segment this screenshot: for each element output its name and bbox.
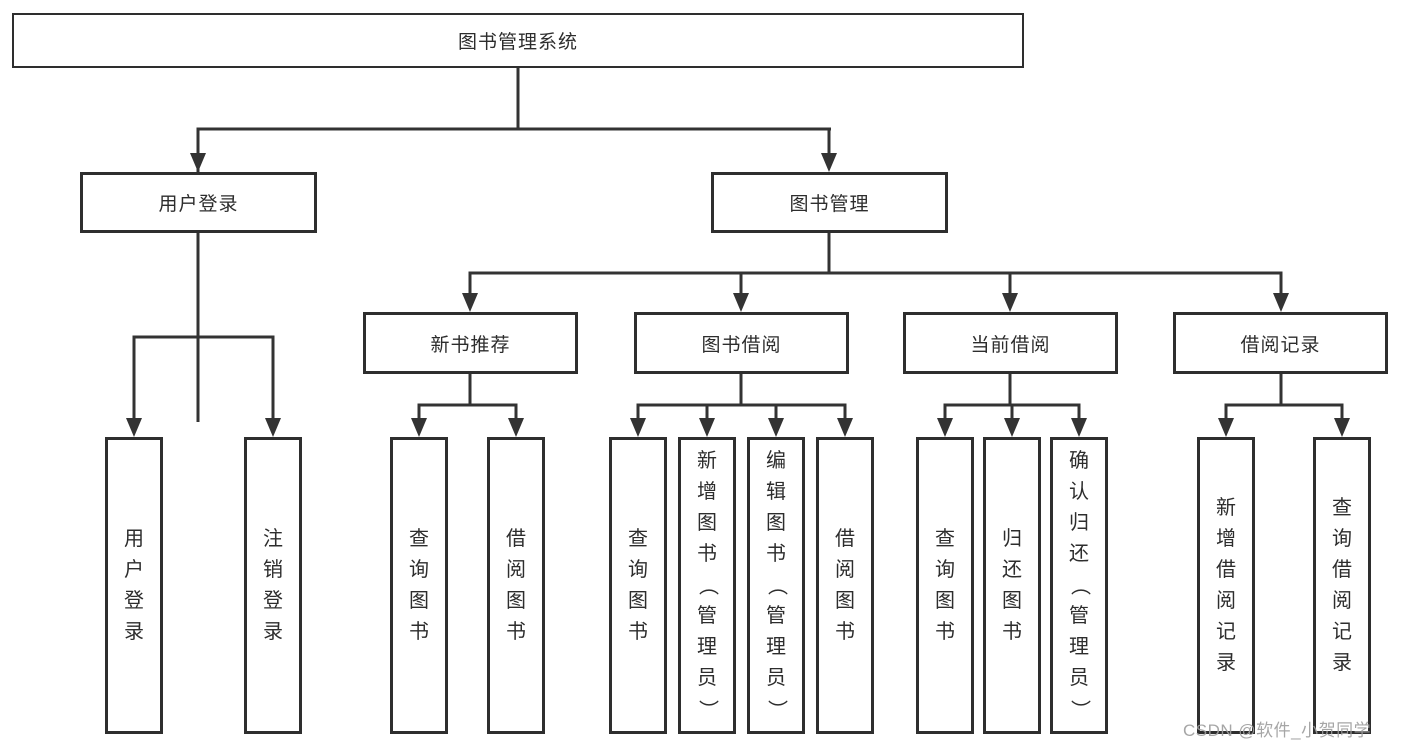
csdn-watermark: CSDN @软件_小贺同学 <box>1183 721 1372 740</box>
node-label: 用户登录 <box>158 194 239 215</box>
node-label: 图书管理系统 <box>457 32 578 53</box>
leaf-label: 编辑图书（管理员） <box>765 450 788 720</box>
node-label: 借阅记录 <box>1240 334 1321 356</box>
leaf-logout: 注销登录 <box>244 437 302 734</box>
leaf-query-books-current: 查询图书 <box>916 437 974 734</box>
leaf-add-borrowing-record: 新增借阅记录 <box>1197 437 1255 734</box>
node-user-login: 用户登录 <box>80 172 317 233</box>
node-label: 图书借阅 <box>701 334 782 356</box>
node-label: 新书推荐 <box>430 334 511 356</box>
leaf-label: 注销登录 <box>263 527 283 643</box>
leaf-label: 查询图书 <box>409 527 429 643</box>
leaf-label: 借阅图书 <box>506 527 526 643</box>
leaf-edit-book-admin: 编辑图书（管理员） <box>747 437 805 734</box>
leaf-add-book-admin: 新增图书（管理员） <box>678 437 736 734</box>
leaf-label: 查询图书 <box>935 527 955 643</box>
node-new-book-recommendation: 新书推荐 <box>363 312 578 374</box>
leaf-return-books: 归还图书 <box>983 437 1041 734</box>
leaf-label: 新增图书（管理员） <box>696 450 719 720</box>
leaf-query-books-borrow: 查询图书 <box>609 437 667 734</box>
node-library-management-system: 图书管理系统 <box>12 13 1024 68</box>
leaf-label: 借阅图书 <box>835 527 855 643</box>
leaf-user-login: 用户登录 <box>105 437 163 734</box>
node-book-management: 图书管理 <box>711 172 948 233</box>
leaf-label: 确认归还（管理员） <box>1068 450 1091 720</box>
node-current-borrowing: 当前借阅 <box>903 312 1118 374</box>
node-label: 当前借阅 <box>970 334 1051 356</box>
leaf-label: 新增借阅记录 <box>1216 496 1236 674</box>
leaf-label: 查询借阅记录 <box>1332 496 1352 674</box>
leaf-confirm-return-admin: 确认归还（管理员） <box>1050 437 1108 734</box>
leaf-borrow-books-recommend: 借阅图书 <box>487 437 545 734</box>
leaf-query-borrowing-record: 查询借阅记录 <box>1313 437 1371 734</box>
leaf-label: 查询图书 <box>628 527 648 643</box>
leaf-borrow-books: 借阅图书 <box>816 437 874 734</box>
node-label: 图书管理 <box>789 194 870 215</box>
leaf-label: 归还图书 <box>1002 527 1022 643</box>
node-book-borrowing: 图书借阅 <box>634 312 849 374</box>
leaf-query-books-recommend: 查询图书 <box>390 437 448 734</box>
leaf-label: 用户登录 <box>124 527 144 643</box>
node-borrowing-records: 借阅记录 <box>1173 312 1388 374</box>
